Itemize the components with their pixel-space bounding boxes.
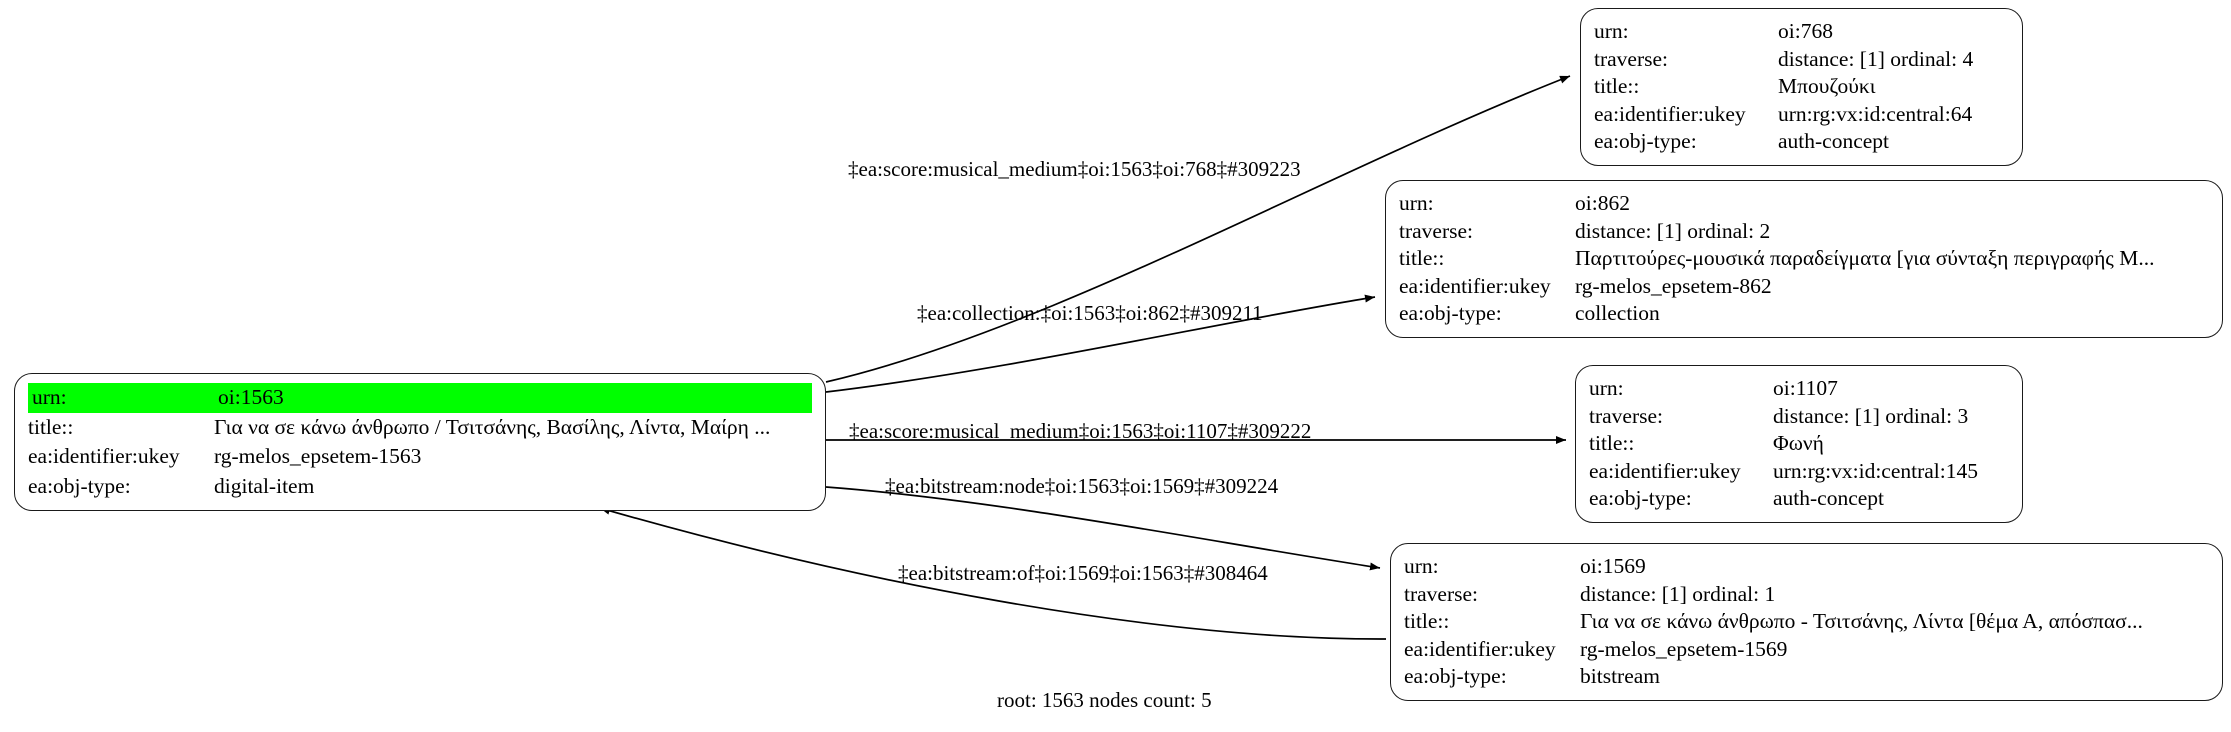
edge-label-e1569node: ‡ea:bitstream:node‡oi:1563‡oi:1569‡#3092…: [885, 474, 1279, 498]
field-value-objtype: bitstream: [1580, 664, 1661, 688]
field-label-ukey: ea:identifier:ukey: [1399, 273, 1551, 298]
node-row-objtype: ea:obj-type: bitstream: [1404, 663, 2209, 691]
node-row-traverse: traverse: distance: [1] ordinal: 4: [1594, 46, 2009, 74]
edge-path-e1569node: [825, 486, 1381, 571]
edge-label-e1569of: ‡ea:bitstream:of‡oi:1569‡oi:1563‡#308464: [898, 561, 1268, 585]
field-value-urn: oi:1563: [214, 383, 812, 413]
node-row-urn: urn: oi:1563: [28, 383, 812, 413]
field-value-ukey: urn:rg:vx:id:central:64: [1778, 101, 1973, 126]
field-value-title: Για να σε κάνω άνθρωπο / Τσιτσάνης, Βασί…: [214, 414, 771, 439]
field-label-traverse: traverse:: [1589, 403, 1664, 428]
node-row-urn: urn: oi:1107: [1589, 375, 2009, 403]
field-value-objtype: auth-concept: [1773, 486, 1885, 510]
field-label-title: title::: [1594, 74, 1640, 98]
field-label-title: title::: [1589, 431, 1635, 455]
edge-label-e768: ‡ea:score:musical_medium‡oi:1563‡oi:768‡…: [848, 157, 1301, 181]
field-label-urn: urn:: [1594, 19, 1629, 43]
field-value-traverse: distance: [1] ordinal: 2: [1575, 218, 1771, 243]
field-value-urn: oi:1107: [1773, 376, 1838, 400]
node-row-urn: urn: oi:862: [1399, 190, 2209, 218]
graph-caption: root: 1563 nodes count: 5: [997, 688, 1212, 712]
field-value-traverse: distance: [1] ordinal: 4: [1778, 46, 1974, 71]
node-row-objtype: ea:obj-type: auth-concept: [1589, 485, 2009, 513]
field-label-title: title::: [28, 414, 74, 439]
field-value-objtype: digital-item: [214, 473, 315, 498]
field-value-urn: oi:1569: [1580, 554, 1646, 578]
node-row-ukey: ea:identifier:ukey rg-melos_epsetem-1569: [1404, 636, 2209, 664]
field-value-traverse: distance: [1] ordinal: 3: [1773, 403, 1969, 428]
field-label-urn: urn:: [1589, 376, 1624, 400]
node-row-title: title:: Παρτιτούρες-μουσικά παραδείγματα…: [1399, 245, 2209, 273]
field-label-ukey: ea:identifier:ukey: [1404, 636, 1556, 661]
node-row-objtype: ea:obj-type: auth-concept: [1594, 128, 2009, 156]
field-value-ukey: rg-melos_epsetem-1563: [214, 444, 422, 468]
field-value-title: Για να σε κάνω άνθρωπο - Τσιτσάνης, Λίντ…: [1580, 609, 2143, 633]
edge-label-e1107: ‡ea:score:musical_medium‡oi:1563‡oi:1107…: [849, 419, 1312, 443]
node-row-urn: urn: oi:768: [1594, 18, 2009, 46]
field-label-title: title::: [1404, 609, 1450, 633]
field-value-urn: oi:768: [1778, 19, 1833, 43]
field-label-traverse: traverse:: [1404, 581, 1479, 606]
field-value-title: Φωνή: [1773, 431, 1824, 455]
field-label-objtype: ea:obj-type:: [28, 473, 131, 498]
node-root[interactable]: urn: oi:1563 title:: Για να σε κάνω άνθρ…: [14, 373, 826, 511]
node-row-urn: urn: oi:1569: [1404, 553, 2209, 581]
field-label-objtype: ea:obj-type:: [1589, 486, 1692, 510]
field-value-ukey: urn:rg:vx:id:central:145: [1773, 458, 1979, 483]
field-value-traverse: distance: [1] ordinal: 1: [1580, 581, 1776, 606]
field-label-traverse: traverse:: [1399, 218, 1474, 243]
node-row-traverse: traverse: distance: [1] ordinal: 2: [1399, 218, 2209, 246]
node-row-objtype: ea:obj-type: digital-item: [28, 472, 812, 502]
field-label-urn: urn:: [28, 383, 214, 413]
field-value-objtype: collection: [1575, 301, 1660, 325]
field-label-traverse: traverse:: [1594, 46, 1669, 71]
node-row-ukey: ea:identifier:ukey urn:rg:vx:id:central:…: [1589, 458, 2009, 486]
edge-label-e862: ‡ea:collection:‡oi:1563‡oi:862‡#309211: [917, 301, 1263, 325]
node-row-title: title:: Φωνή: [1589, 430, 2009, 458]
node-row-objtype: ea:obj-type: collection: [1399, 300, 2209, 328]
field-value-title: Μπουζούκι: [1778, 74, 1876, 98]
field-value-urn: oi:862: [1575, 191, 1630, 215]
node-row-ukey: ea:identifier:ukey rg-melos_epsetem-1563: [28, 442, 812, 472]
node-oi1569[interactable]: urn: oi:1569 traverse: distance: [1] ord…: [1390, 543, 2223, 701]
node-row-title: title:: Για να σε κάνω άνθρωπο - Τσιτσάν…: [1404, 608, 2209, 636]
node-row-ukey: ea:identifier:ukey rg-melos_epsetem-862: [1399, 273, 2209, 301]
field-value-title: Παρτιτούρες-μουσικά παραδείγματα [για σύ…: [1575, 246, 2155, 270]
field-value-ukey: rg-melos_epsetem-862: [1575, 273, 1772, 298]
field-label-ukey: ea:identifier:ukey: [28, 444, 180, 468]
node-row-traverse: traverse: distance: [1] ordinal: 3: [1589, 403, 2009, 431]
field-label-urn: urn:: [1404, 554, 1439, 578]
node-oi862[interactable]: urn: oi:862 traverse: distance: [1] ordi…: [1385, 180, 2223, 338]
field-label-objtype: ea:obj-type:: [1399, 301, 1502, 325]
node-row-traverse: traverse: distance: [1] ordinal: 1: [1404, 581, 2209, 609]
node-row-title: title:: Για να σε κάνω άνθρωπο / Τσιτσάν…: [28, 413, 812, 443]
node-row-ukey: ea:identifier:ukey urn:rg:vx:id:central:…: [1594, 101, 2009, 129]
field-label-objtype: ea:obj-type:: [1594, 129, 1697, 153]
node-row-title: title:: Μπουζούκι: [1594, 73, 2009, 101]
field-value-ukey: rg-melos_epsetem-1569: [1580, 636, 1788, 661]
field-label-ukey: ea:identifier:ukey: [1589, 458, 1741, 483]
field-label-objtype: ea:obj-type:: [1404, 664, 1507, 688]
field-label-urn: urn:: [1399, 191, 1434, 215]
node-oi768[interactable]: urn: oi:768 traverse: distance: [1] ordi…: [1580, 8, 2023, 166]
field-value-objtype: auth-concept: [1778, 129, 1890, 153]
node-oi1107[interactable]: urn: oi:1107 traverse: distance: [1] ord…: [1575, 365, 2023, 523]
field-label-title: title::: [1399, 246, 1445, 270]
field-label-ukey: ea:identifier:ukey: [1594, 101, 1746, 126]
